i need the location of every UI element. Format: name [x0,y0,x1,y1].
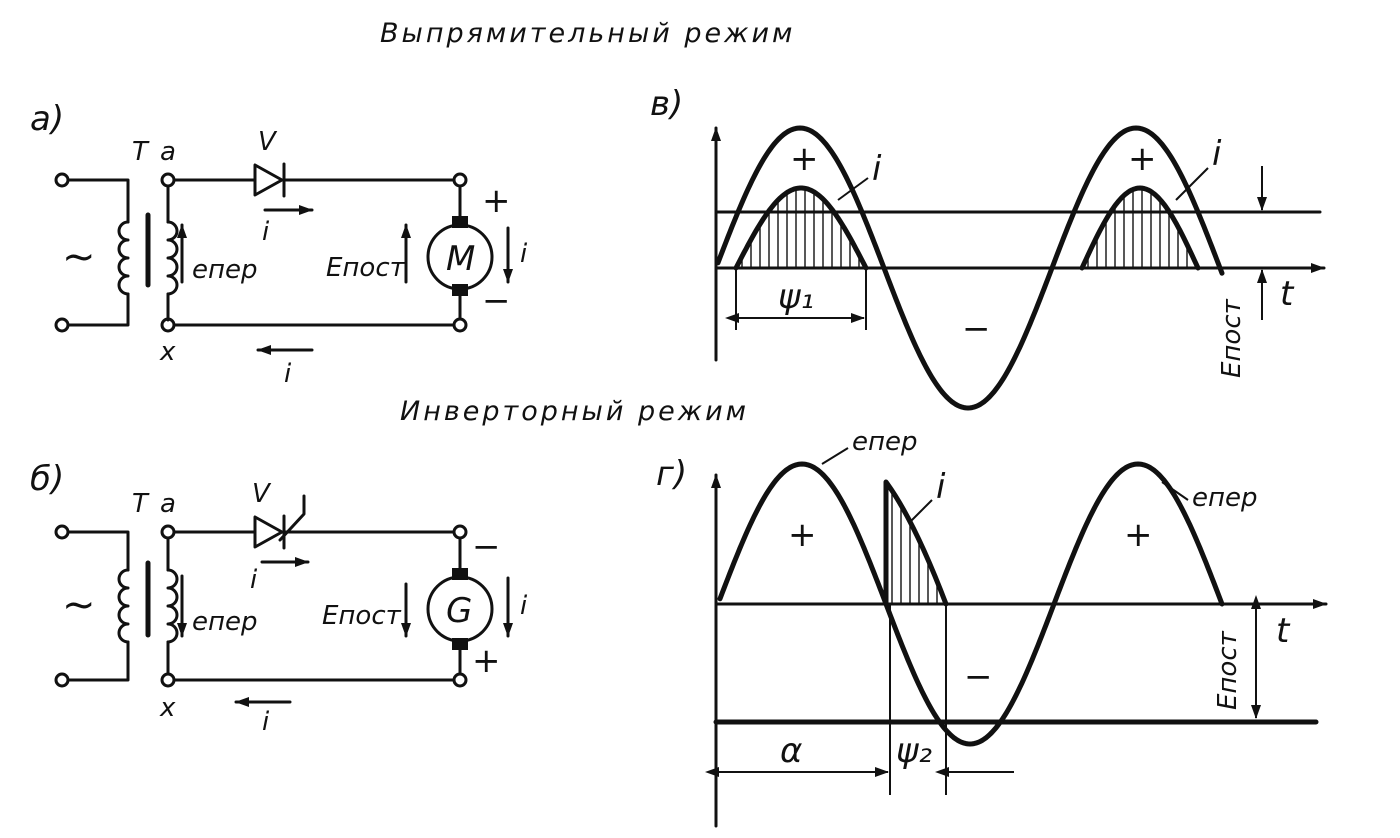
supply-emf-wave [715,125,1225,411]
input-terminal-bottom [54,672,70,688]
motor-minus: − [482,281,511,321]
current-pulse [883,479,949,607]
circuit-inverter: б) ~ T a x eпер V i i [30,459,528,737]
minus-half: − [962,309,991,349]
generator-plus: + [472,641,501,681]
primary-winding [117,220,130,296]
node-top-right [452,172,468,188]
time-axis-label: t [1276,611,1291,651]
psi1-label: ψ₁ [778,277,814,317]
supply-emf-wave [717,461,1225,747]
valve-label: V [252,479,272,509]
motor-label: M [446,239,475,279]
current-label-1: i [872,149,882,189]
current-label-top: i [262,217,270,247]
input-terminal-bottom [54,317,70,333]
diode-v [253,162,286,198]
panel-label-a: а) [30,99,64,139]
current-pulse-1 [733,185,869,271]
current-label-bottom: i [284,359,292,389]
secondary-winding [166,568,179,644]
transformer-label: T [132,489,150,519]
node-bottom-right [452,317,468,333]
node-a [160,524,176,540]
motor-current-label: i [520,239,528,269]
current-label-2: i [1212,134,1222,174]
node-top-right [452,524,468,540]
plus-half-2: + [1128,139,1157,179]
dc-emf-label: Eпост [1217,298,1247,378]
heading-inverter-mode: Инверторный режим [400,396,749,427]
node-bottom-right [452,672,468,688]
minus-half: − [964,657,993,697]
heading-rectifier-mode: Выпрямительный режим [380,18,795,49]
current-label-top: i [250,565,258,595]
psi2-label: ψ₂ [896,731,932,771]
node-a-label: a [160,137,176,167]
panel-label-v: в) [650,84,683,124]
motor-plus: + [482,181,511,221]
generator-label: G [446,591,472,631]
ac-source-symbol: ~ [62,234,96,280]
plus-half-2: + [1124,515,1153,555]
transformer-label: T [132,137,150,167]
panel-label-g: г) [656,454,687,494]
emf-label-1: eпер [852,427,918,457]
plus-half-1: + [790,139,819,179]
dc-emf-label: Eпост [1213,630,1243,710]
dc-emf-label: Eпост [322,601,402,631]
input-terminal-top [54,172,70,188]
current-hatch-fill [891,488,938,604]
valve-label: V [258,127,278,157]
current-label: i [936,467,946,507]
motor-m [426,223,494,291]
plus-half-1: + [788,515,817,555]
emf-label: eпер [192,607,258,637]
node-x-label: x [159,693,176,723]
current-leader-2 [1175,167,1209,201]
emf-leader-2 [1161,481,1189,501]
node-x-label: x [159,337,176,367]
dc-emf-label: Eпост [326,253,406,283]
alpha-label: α [780,731,802,771]
emf-leader-1 [821,447,849,465]
circuit-rectifier: а) ~ T a x eпер V i [30,99,528,389]
emf-label-2: eпер [1192,483,1258,513]
current-label-bottom: i [262,707,270,737]
graph-rectifier: в) t + + − i i ψ₁ Eпост [650,84,1326,411]
graph-inverter: г) t + + − eпер eпер i α ψ₂ Eпост [656,427,1328,828]
primary-winding [117,568,130,644]
emf-label: eпер [192,255,258,285]
current-leader [909,499,933,523]
generator-current-label: i [520,591,528,621]
current-pulse-2 [1079,185,1201,271]
node-a [160,172,176,188]
generator-minus: − [472,527,501,567]
generator-g [426,575,494,643]
input-terminal-top [54,524,70,540]
panel-label-b: б) [30,459,64,499]
secondary-winding [166,220,179,296]
time-axis-label: t [1280,274,1295,314]
current-leader-1 [837,177,869,201]
ac-source-symbol: ~ [62,582,96,628]
node-x [160,672,176,688]
node-a-label: a [160,489,176,519]
